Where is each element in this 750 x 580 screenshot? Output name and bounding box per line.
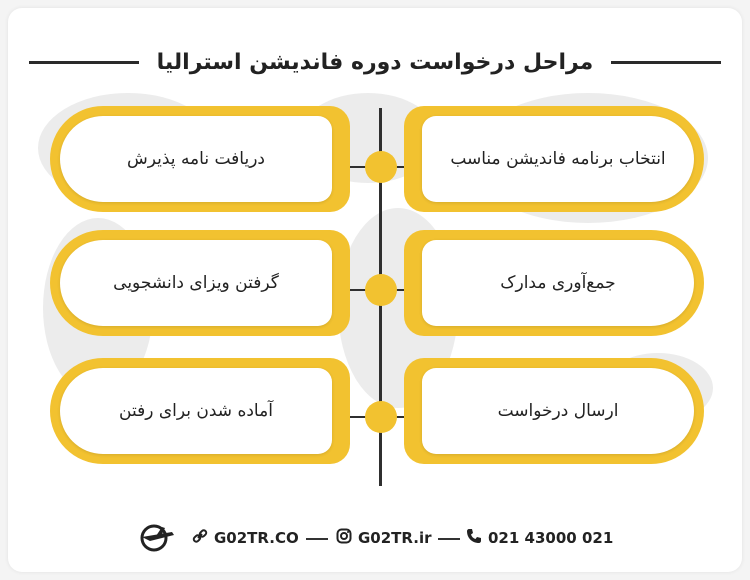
footer-divider-1 (306, 538, 328, 540)
infographic-card: مراحل درخواست دوره فاندیشن استرالیا انتخ… (8, 8, 742, 572)
instagram-icon (336, 528, 352, 548)
phone-contact[interactable]: 021 43000 021 (466, 518, 613, 558)
step-label-2: دریافت نامه پذیرش (127, 149, 265, 169)
title-bar: مراحل درخواست دوره فاندیشن استرالیا (8, 42, 742, 82)
connector-row-1-right (382, 166, 418, 168)
step-label-4: گرفتن ویزای دانشجویی (113, 273, 279, 293)
instagram-text: G02TR.ir (358, 529, 432, 547)
title-rule-left (28, 60, 139, 64)
title-rule-right (611, 60, 722, 64)
step-label-1: انتخاب برنامه فاندیشن مناسب (450, 149, 666, 169)
step-card-2: دریافت نامه پذیرش (50, 106, 350, 212)
page-title: مراحل درخواست دوره فاندیشن استرالیا (156, 49, 594, 75)
connector-row-3-right (382, 416, 418, 418)
link-icon (192, 528, 208, 548)
step-card-1: انتخاب برنامه فاندیشن مناسب (404, 106, 704, 212)
website-link[interactable]: G02TR.CO (192, 518, 299, 558)
timeline-node-3 (365, 401, 397, 433)
step-label-3: جمع‌آوری مدارک (500, 273, 616, 293)
instagram-link[interactable]: G02TR.ir (336, 518, 431, 558)
timeline-node-2 (365, 274, 397, 306)
phone-text: 021 43000 021 (488, 529, 614, 547)
step-card-5: ارسال درخواست (404, 358, 704, 464)
website-text: G02TR.CO (214, 529, 299, 547)
footer-bar: G02TR.CO G02TR.ir 021 43000 021 (8, 518, 742, 558)
step-card-4: گرفتن ویزای دانشجویی (50, 230, 350, 336)
phone-icon (466, 528, 482, 548)
step-label-6: آماده شدن برای رفتن (119, 401, 273, 421)
step-card-3: جمع‌آوری مدارک (404, 230, 704, 336)
brand-logo (136, 518, 176, 558)
footer-divider-2 (438, 538, 460, 540)
step-label-5: ارسال درخواست (497, 401, 619, 421)
airplane-logo-icon (140, 524, 174, 552)
timeline-node-1 (365, 151, 397, 183)
connector-row-2-right (382, 289, 418, 291)
step-card-6: آماده شدن برای رفتن (50, 358, 350, 464)
